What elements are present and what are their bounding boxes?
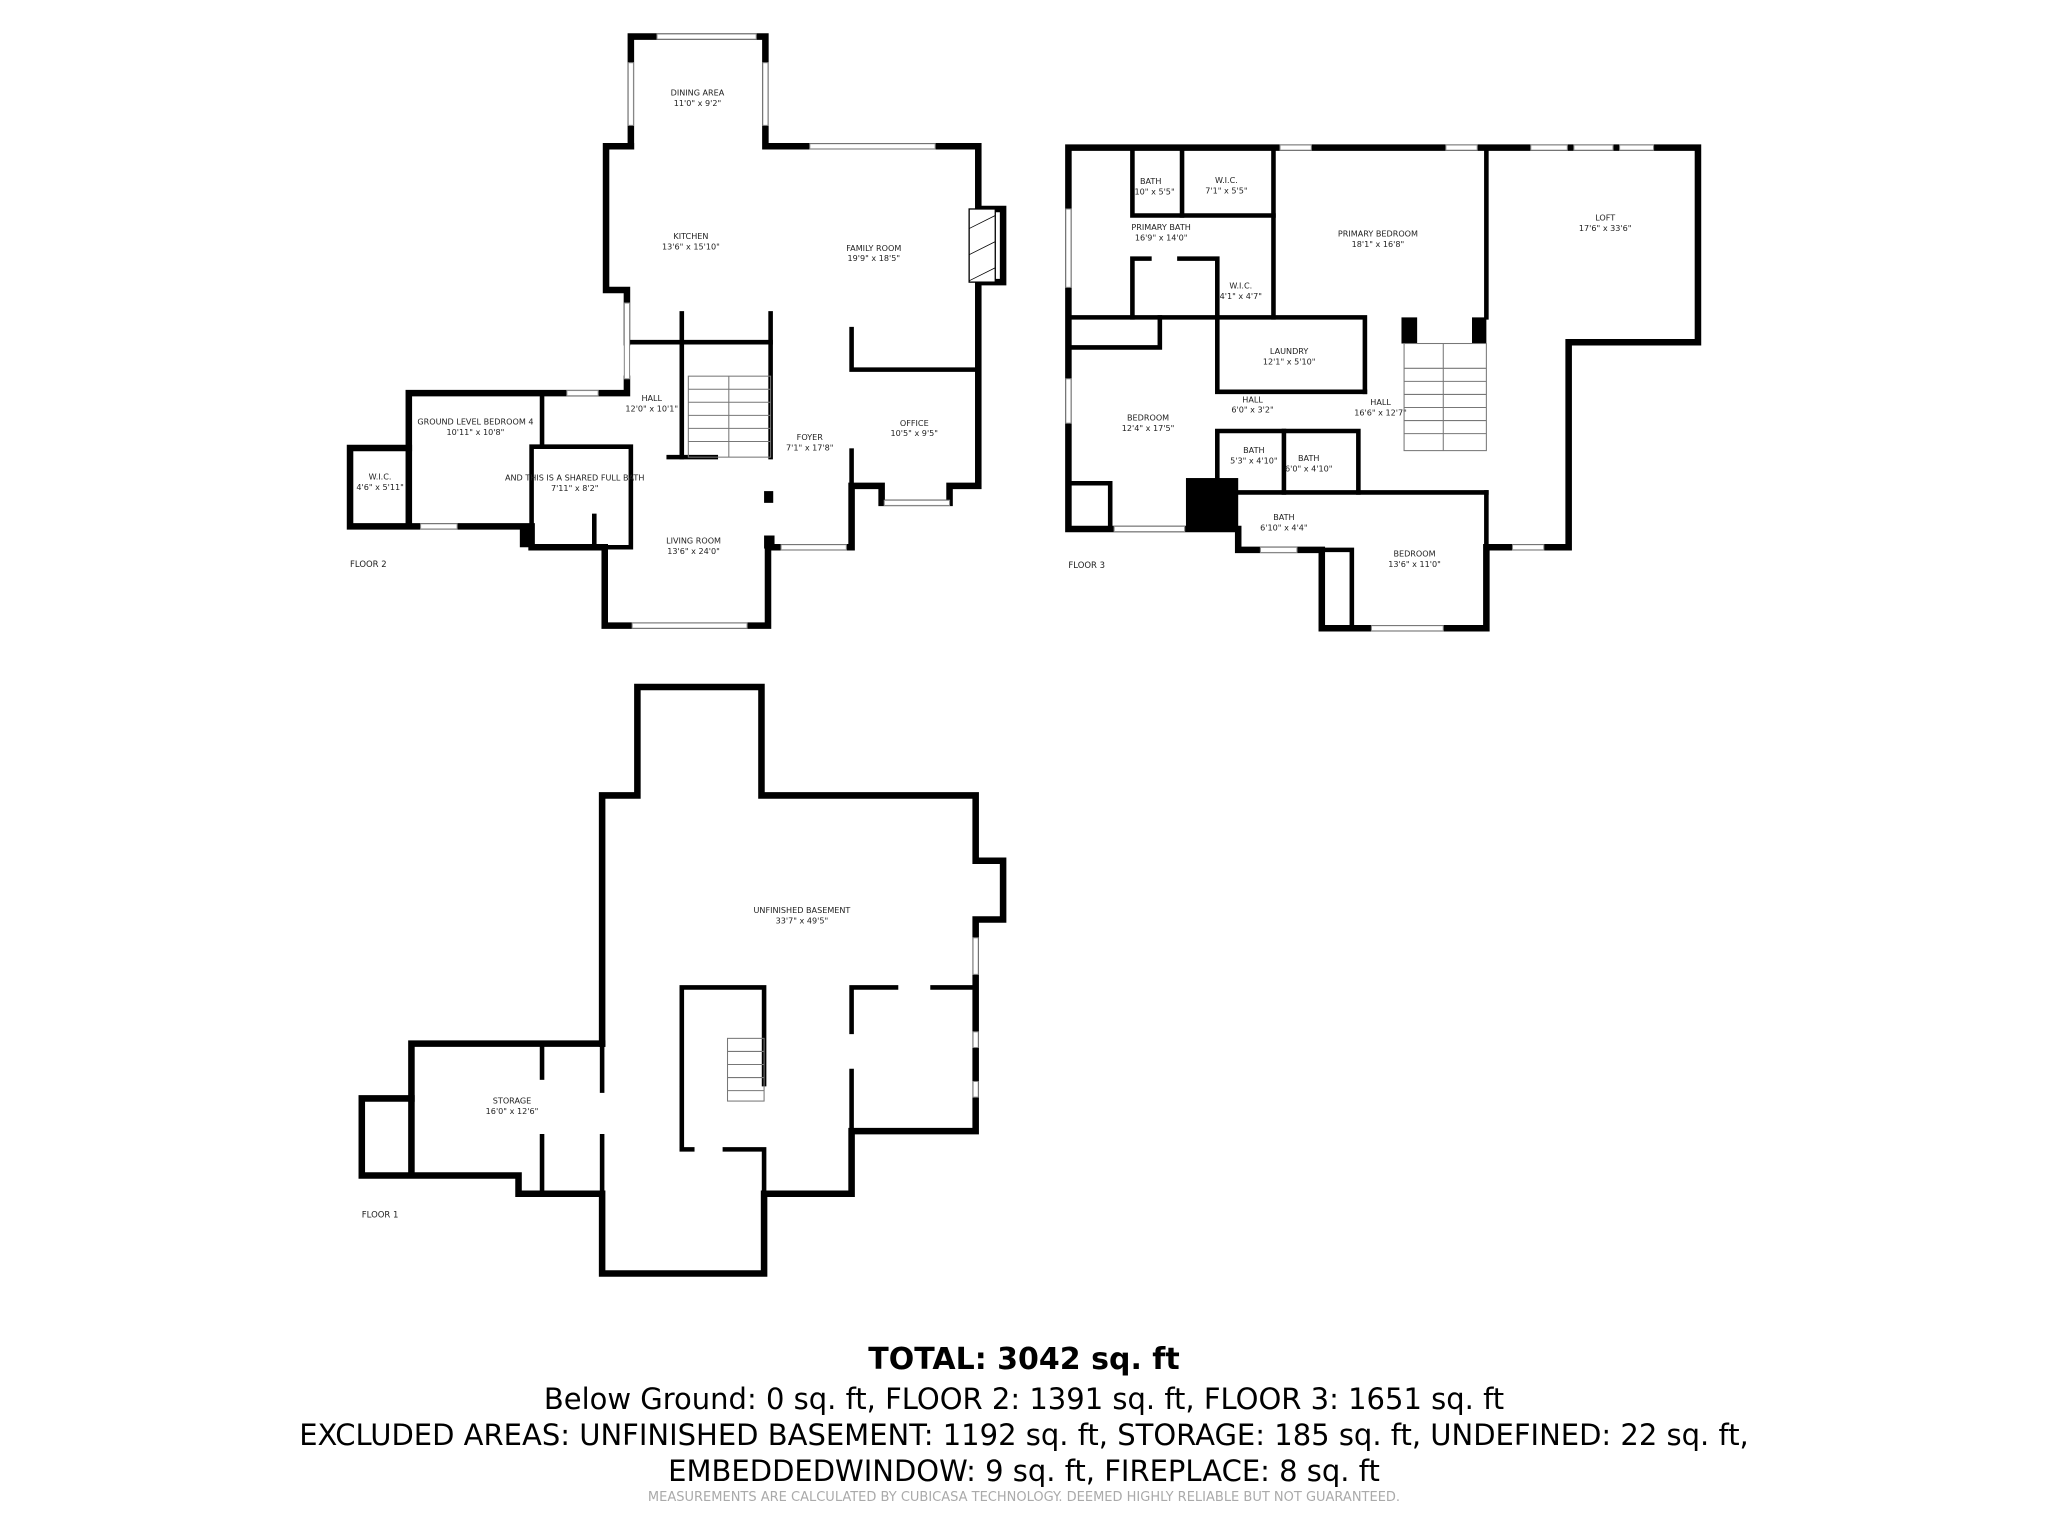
room-name: BATH — [1273, 512, 1294, 522]
room-name: W.I.C. — [1229, 281, 1252, 291]
floor-1-walls — [358, 683, 1007, 1277]
room-dims: 7'1" x 5'5" — [1205, 185, 1247, 195]
room-name: BATH — [1140, 176, 1161, 186]
room-dims: 13'6" x 24'0" — [667, 546, 720, 556]
room-name: PRIMARY BEDROOM — [1338, 228, 1418, 238]
room-dims: 10'5" x 9'5" — [891, 428, 939, 438]
room-name: BATH — [1243, 445, 1264, 455]
bath-walls — [529, 444, 634, 550]
floor-1-plan: UNFINISHED BASEMENT 33'7" x 49'5" STORAG… — [358, 683, 1007, 1277]
room-name: LIVING ROOM — [666, 535, 721, 545]
excluded-areas-continued: EMBEDDEDWINDOW: 9 sq. ft, FIREPLACE: 8 s… — [668, 1454, 1380, 1488]
room-name: OFFICE — [900, 418, 929, 428]
room-name: STORAGE — [493, 1096, 531, 1106]
room-name: DINING AREA — [671, 87, 725, 97]
room-dims: 6'0" x 3'2" — [1231, 405, 1273, 415]
room-name: BATH — [1298, 453, 1319, 463]
room-name: HALL — [1370, 397, 1391, 407]
room-dims: 11'0" x 9'2" — [674, 98, 722, 108]
staircase — [726, 1037, 765, 1102]
floor-label: FLOOR 1 — [362, 1209, 399, 1219]
room-dims: 18'1" x 16'8" — [1352, 239, 1405, 249]
room-name: FAMILY ROOM — [846, 243, 901, 253]
floor-label: FLOOR 2 — [350, 559, 387, 569]
room-dims: 16'0" x 12'6" — [486, 1106, 539, 1116]
room-name: GROUND LEVEL BEDROOM 4 — [417, 416, 533, 426]
room-name: HALL — [641, 393, 662, 403]
room-name: BEDROOM — [1127, 413, 1169, 423]
room-dims: 10'11" x 10'8" — [447, 427, 505, 437]
room-dims: 33'7" x 49'5" — [776, 915, 829, 925]
room-dims: 12'4" x 17'5" — [1122, 423, 1175, 433]
windows — [972, 937, 979, 1098]
room-dims: 7'11" x 8'2" — [551, 483, 599, 493]
room-dims: 13'6" x 15'10" — [662, 241, 720, 251]
room-dims: 7'1" x 17'8" — [786, 443, 834, 453]
staircase — [687, 375, 772, 458]
room-name: LOFT — [1595, 213, 1615, 223]
room-name: W.I.C. — [369, 471, 392, 481]
floor-2-walls — [346, 33, 1007, 629]
staircase — [1403, 342, 1487, 452]
room-name: AND THIS IS A SHARED FULL BATH — [505, 473, 644, 483]
room-name: PRIMARY BATH — [1131, 222, 1190, 232]
windows — [1065, 144, 1655, 632]
room-name: HALL — [1242, 394, 1263, 404]
excluded-areas: EXCLUDED AREAS: UNFINISHED BASEMENT: 119… — [299, 1418, 1749, 1452]
room-dims: 12'1" x 5'10" — [1263, 356, 1316, 366]
room-name: FOYER — [797, 432, 824, 442]
floor-areas: Below Ground: 0 sq. ft, FLOOR 2: 1391 sq… — [543, 1382, 1505, 1416]
room-dims: 5'3" x 4'10" — [1230, 456, 1278, 466]
room-dims: 6'10" x 4'4" — [1260, 522, 1308, 532]
laundry-walls — [1215, 315, 1368, 395]
total-area: TOTAL: 3042 sq. ft — [868, 1342, 1180, 1377]
room-name: BEDROOM — [1393, 548, 1435, 558]
room-name: UNFINISHED BASEMENT — [754, 905, 851, 915]
room-name: W.I.C. — [1215, 175, 1238, 185]
bath-walls — [1215, 428, 1361, 495]
office-walls — [849, 326, 981, 372]
room-dims: 19'9" x 18'5" — [847, 253, 900, 263]
room-dims: 4'1" x 4'7" — [1220, 291, 1262, 301]
room-name: KITCHEN — [673, 231, 708, 241]
room-dims: 10" x 5'5" — [1135, 187, 1175, 197]
room-dims: 16'9" x 14'0" — [1135, 232, 1188, 242]
room-dims: 6'0" x 4'10" — [1285, 464, 1333, 474]
stair-enclosure — [679, 985, 767, 1152]
room-dims: 17'6" x 33'6" — [1579, 223, 1632, 233]
windows — [420, 33, 951, 629]
room-dims: 16'6" x 12'7" — [1354, 407, 1407, 417]
disclaimer: MEASUREMENTS ARE CALCULATED BY CUBICASA … — [647, 1490, 1401, 1505]
room-dims: 12'0" x 10'1" — [625, 403, 678, 413]
room-dims: 4'6" x 5'11" — [356, 482, 404, 492]
room-name: LAUNDRY — [1270, 346, 1308, 356]
floor-label: FLOOR 3 — [1068, 560, 1105, 570]
room-dims: 13'6" x 11'0" — [1388, 559, 1441, 569]
floor-3-plan: BATH 10" x 5'5" W.I.C. 7'1" x 5'5" PRIMA… — [1065, 144, 1702, 632]
fireplace — [968, 208, 996, 283]
floor-2-plan: DINING AREA 11'0" x 9'2" KITCHEN 13'6" x… — [346, 33, 1007, 629]
floor-2-walls — [405, 375, 631, 452]
